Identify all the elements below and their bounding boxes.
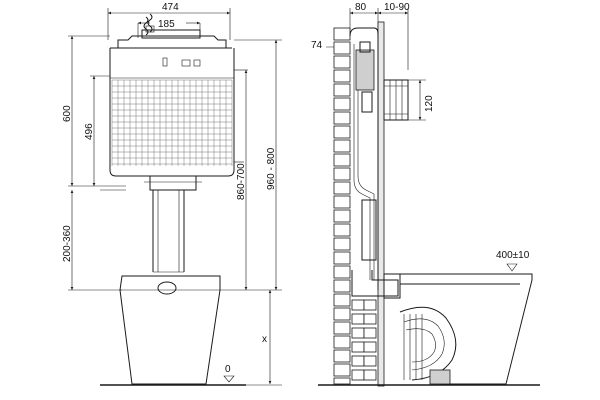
- mid-height-label: 860-700: [236, 163, 247, 200]
- valve-block: [355, 49, 375, 91]
- brick: [351, 341, 365, 353]
- flange-label: 120: [424, 95, 435, 112]
- cistern-height-label: 600: [62, 105, 73, 122]
- dim-x: x: [246, 290, 282, 386]
- cistern-side: [349, 27, 401, 299]
- brick: [333, 209, 351, 223]
- brick: [333, 97, 351, 111]
- brick: [333, 181, 351, 195]
- brick: [333, 139, 351, 153]
- brick: [333, 251, 351, 265]
- dim-frame-height: 200-360: [62, 190, 122, 291]
- brick: [333, 41, 351, 55]
- brick: [333, 265, 351, 279]
- brick: [333, 279, 351, 293]
- brick: [351, 369, 365, 381]
- top-pipe-label: 185: [158, 19, 175, 30]
- brick: [363, 341, 377, 353]
- flange: 120: [383, 79, 435, 121]
- flush-pipe: [144, 176, 202, 273]
- floor-label: 0: [225, 364, 231, 375]
- brick: [333, 69, 351, 83]
- dim-depth: 80 10-90: [349, 2, 410, 70]
- dim-tank-height: 496: [84, 75, 110, 186]
- brick: [333, 125, 351, 139]
- brick: [363, 355, 377, 367]
- cistern-body: [109, 48, 235, 177]
- brick: [333, 153, 351, 167]
- brick: [333, 167, 351, 181]
- brick-wall: [333, 27, 377, 385]
- brick: [333, 363, 351, 377]
- front-plate: [377, 21, 385, 387]
- depth-label: 80: [355, 2, 367, 13]
- dim-mid-height: 860-700: [220, 69, 282, 291]
- front-view: 474 185: [62, 2, 282, 386]
- seat-height-marker: 400±10: [496, 250, 530, 272]
- brick: [333, 83, 351, 97]
- dim-cistern-height: 600: [62, 35, 110, 187]
- brick: [363, 369, 377, 381]
- brick: [333, 307, 351, 321]
- brick: [333, 377, 351, 385]
- dim-total-height: 960 - 800: [234, 39, 282, 290]
- brick: [333, 349, 351, 363]
- brick: [333, 27, 351, 41]
- brick: [363, 313, 377, 325]
- brick: [333, 335, 351, 349]
- wall-label: 74: [311, 40, 323, 51]
- brick: [351, 299, 365, 311]
- brick: [333, 55, 351, 69]
- side-view: 80 10-90 74: [311, 2, 540, 387]
- cistern-top: [110, 25, 232, 49]
- floor-marker: 0: [223, 364, 235, 383]
- tank-height-label: 496: [84, 123, 95, 140]
- width-label: 474: [162, 2, 179, 13]
- brick: [333, 111, 351, 125]
- x-label: x: [262, 334, 267, 345]
- button-slot: [162, 57, 168, 67]
- brick: [363, 299, 377, 311]
- valve-icon: [181, 59, 191, 67]
- total-height-label: 960 - 800: [266, 147, 277, 190]
- brick: [363, 327, 377, 339]
- brick: [351, 313, 365, 325]
- brick: [333, 195, 351, 209]
- tank-grid: [111, 79, 233, 166]
- brick: [333, 293, 351, 307]
- brick: [351, 355, 365, 367]
- dim-width: 474: [107, 2, 231, 40]
- frame-height-label: 200-360: [62, 225, 73, 262]
- brick: [333, 223, 351, 237]
- brick: [351, 327, 365, 339]
- brick: [333, 321, 351, 335]
- gap-label: 10-90: [384, 2, 410, 13]
- brick: [333, 237, 351, 251]
- toilet-bowl-side: [318, 273, 540, 386]
- seat-height-label: 400±10: [496, 250, 530, 261]
